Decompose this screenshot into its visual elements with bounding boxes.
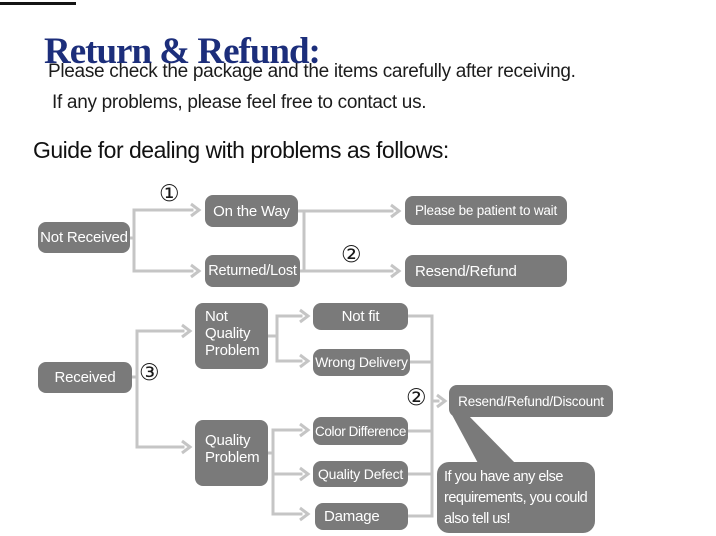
intro-text-line2: If any problems, please feel free to con… xyxy=(52,92,427,113)
guide-heading: Guide for dealing with problems as follo… xyxy=(33,137,449,163)
flow-node-resend-refund: Resend/Refund xyxy=(405,255,567,287)
decorative-top-line xyxy=(0,2,76,5)
flow-node-returned-lost: Returned/Lost xyxy=(205,255,300,287)
arrowhead-color-difference xyxy=(299,422,311,438)
arrowhead-quality-problem xyxy=(181,439,193,455)
note-bubble-line2: requirements, you could xyxy=(444,490,588,506)
arrowhead-wrong-delivery xyxy=(299,353,311,369)
flow-node-received: Received xyxy=(38,362,132,393)
arrowhead-quality-defect xyxy=(299,466,311,482)
flow-node-not-received: Not Received xyxy=(38,222,130,253)
note-bubble-line3: also tell us! xyxy=(444,511,511,527)
circled-number-2-top: ② xyxy=(341,242,362,268)
arrowhead-returned-lost xyxy=(190,263,202,279)
note-bubble-line1: If you have any else xyxy=(444,469,563,485)
arrowheads xyxy=(181,202,448,522)
flow-node-quality-problem: Quality Problem xyxy=(195,420,268,486)
flow-node-please-be-patient: Please be patient to wait xyxy=(405,196,567,225)
arrowhead-not-fit xyxy=(299,308,311,324)
note-speech-bubble: If you have any else requirements, you c… xyxy=(437,462,595,533)
arrowhead-resend-refund xyxy=(390,263,402,279)
flow-node-wrong-delivery: Wrong Delivery xyxy=(313,349,410,376)
flow-node-color-difference: Color Difference xyxy=(313,417,408,445)
intro-text-line1: Please check the package and the items c… xyxy=(48,61,576,82)
flow-node-not-quality-problem: Not Quality Problem xyxy=(195,303,268,369)
circled-number-3: ③ xyxy=(139,360,160,386)
circled-number-2-bottom: ② xyxy=(406,385,427,411)
flow-node-quality-defect: Quality Defect xyxy=(313,461,408,487)
flow-node-on-the-way: On the Way xyxy=(205,195,298,227)
arrowhead-resend-refund-discount xyxy=(436,393,448,409)
flow-node-not-fit: Not fit xyxy=(313,303,408,330)
arrowhead-damage xyxy=(299,506,311,522)
page-title: Return & Refund: xyxy=(44,30,321,72)
circled-number-1: ① xyxy=(159,181,180,207)
flow-node-resend-refund-discount: Resend/Refund/Discount xyxy=(449,385,613,417)
arrowhead-not-quality-problem xyxy=(181,323,193,339)
arrowhead-on-the-way xyxy=(190,202,202,218)
arrowhead-please-be-patient xyxy=(390,203,402,219)
connector-lines xyxy=(128,208,440,518)
flow-node-damage: Damage xyxy=(315,503,408,530)
note-bubble-tail xyxy=(451,413,517,465)
